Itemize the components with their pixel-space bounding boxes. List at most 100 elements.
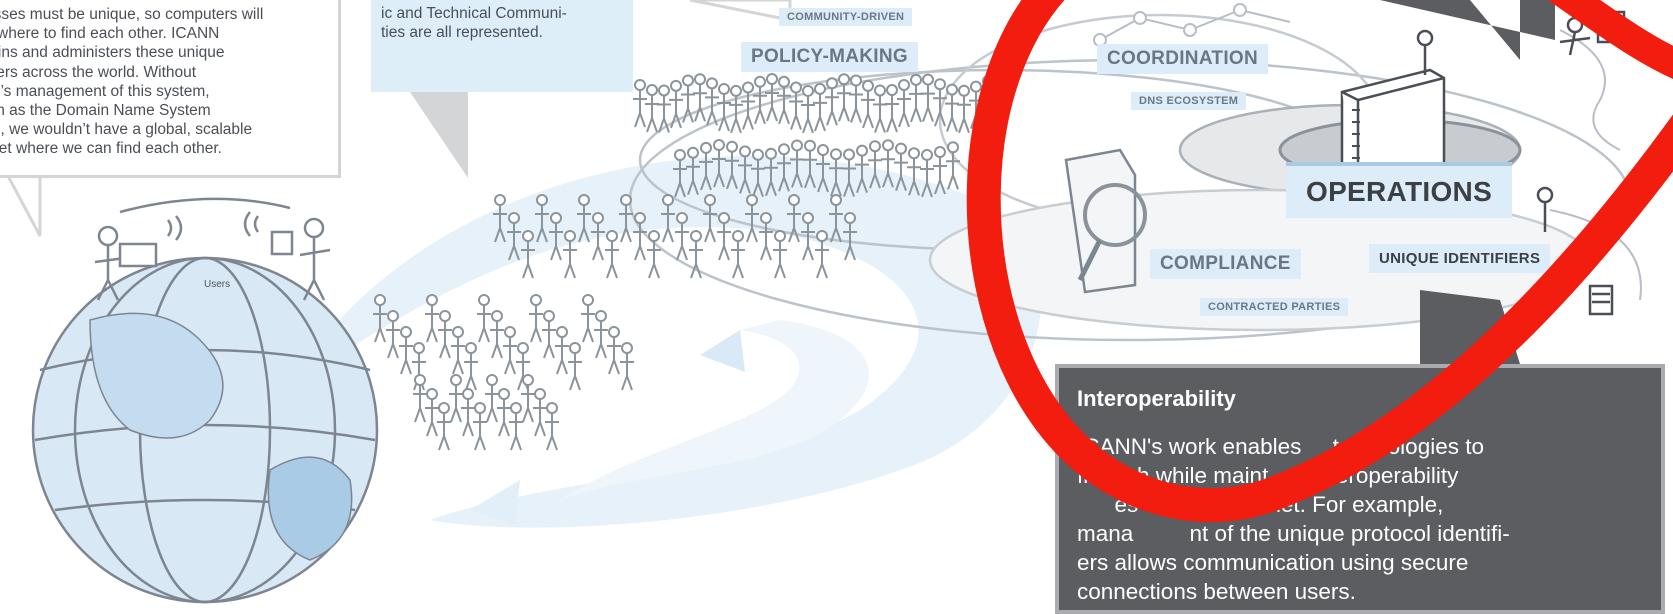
- crowd-person-head: [426, 294, 438, 306]
- callout-pointer-mid: [410, 92, 468, 178]
- crowd-person-head: [648, 230, 660, 242]
- crowd-person-head: [462, 388, 474, 400]
- crowd-person-head: [522, 230, 534, 242]
- crowd-person-head: [534, 388, 546, 400]
- crowd-person-body: [633, 223, 647, 261]
- crowd-person-body: [669, 90, 683, 129]
- crowd-person-body: [894, 153, 908, 191]
- crowd-person-body: [801, 223, 815, 261]
- crowd-person-head: [582, 294, 594, 306]
- crowd-person-head: [886, 84, 898, 97]
- crowd-person-head: [946, 83, 958, 96]
- crowd-person-body: [946, 152, 960, 190]
- crowd-person-body: [705, 88, 719, 126]
- crowd-person-head: [742, 81, 754, 94]
- crowd-person-body: [437, 413, 451, 451]
- top-speech-pointer: [689, 0, 792, 22]
- crowd-person-head: [791, 139, 803, 152]
- crowd-person-body: [920, 159, 934, 198]
- crowd-person-head: [536, 194, 548, 206]
- crowd-person-body: [759, 223, 773, 261]
- crowd-person-head: [804, 139, 816, 152]
- crowd-person-head: [438, 402, 450, 414]
- crowd-person-head: [844, 212, 856, 224]
- crowd-person-body: [568, 353, 582, 391]
- crowd-person-head: [802, 84, 814, 97]
- crowd-person-head: [662, 194, 674, 206]
- crowd-person-body: [591, 223, 605, 261]
- crowd-person-body: [399, 337, 413, 375]
- interoperability-title: Interoperability: [1077, 386, 1236, 411]
- crowd-person-body: [745, 205, 759, 243]
- crowd-person-head: [517, 342, 529, 354]
- crowd-person-head: [778, 143, 790, 156]
- crowd-person-body: [497, 399, 511, 437]
- crowd-person-body: [843, 223, 857, 261]
- crowd-person-body: [829, 159, 843, 197]
- compliance-tag: COMPLIANCE: [1150, 249, 1301, 279]
- crowd-person-body: [764, 158, 778, 197]
- crowd-person-head: [843, 148, 855, 161]
- crowd-person-head: [474, 402, 486, 414]
- crowd-person-body: [581, 305, 595, 343]
- interoperability-text-line: connections between users.: [1077, 579, 1356, 604]
- crowd-person-body: [373, 305, 387, 343]
- crowd-person-body: [969, 91, 983, 129]
- crowd-person-body: [885, 95, 899, 133]
- crowd-person-head: [790, 81, 802, 94]
- crowd-person-body: [689, 241, 703, 279]
- crowd-person-head: [522, 374, 534, 386]
- crowd-person-body: [933, 89, 947, 127]
- communities-text-line: ties are all represented.: [381, 24, 543, 42]
- crowd-person-body: [619, 205, 633, 243]
- crowd-person-head: [670, 79, 682, 92]
- crowd-person-body: [729, 95, 743, 134]
- crowd-person-body: [803, 150, 817, 189]
- crowd-person-body: [425, 399, 439, 437]
- crowd-person-head: [982, 75, 994, 88]
- crowd-person-head: [530, 294, 542, 306]
- crowd-person-body: [413, 385, 427, 423]
- crowd-person-head: [450, 374, 462, 386]
- crowd-person-body: [563, 241, 577, 279]
- crowd-person-body: [693, 84, 707, 122]
- crowd-person-head: [718, 212, 730, 224]
- crowd-person-body: [751, 159, 765, 198]
- crowd-person-head: [690, 230, 702, 242]
- crowd-person-body: [699, 152, 713, 191]
- crowd-person-body: [620, 353, 634, 391]
- crowd-person-body: [542, 321, 556, 359]
- crowd-person-body: [753, 86, 767, 125]
- operations-tag: OPERATIONS: [1286, 162, 1513, 218]
- crowd-person-body: [503, 337, 517, 375]
- crowd-person-body: [673, 160, 687, 198]
- crowd-person-body: [549, 223, 563, 261]
- crowd-person-body: [790, 150, 804, 188]
- crowd-person-head: [898, 78, 910, 91]
- interoperability-callout: Interoperability ICANN's work enables te…: [1055, 364, 1665, 614]
- crowd-person-body: [535, 205, 549, 243]
- crowd-person-body: [509, 413, 523, 451]
- crowd-person-head: [387, 310, 399, 322]
- crowd-person-head: [882, 139, 894, 152]
- crowd-person-body: [801, 95, 815, 134]
- crowd-person-body: [881, 150, 895, 188]
- crowd-person-head: [922, 73, 934, 86]
- grey-arrow-top: [1380, 0, 1555, 60]
- community-driven-tag: COMMUNITY-DRIVEN: [779, 8, 913, 26]
- crowd-person-body: [661, 205, 675, 243]
- crowd-person-head: [765, 147, 777, 160]
- crowd-person-body: [681, 85, 695, 123]
- policy-making-tag: POLICY-MAKING: [741, 42, 918, 72]
- communities-text-line: ic and Technical Communi-: [381, 5, 567, 22]
- crowd-person-body: [703, 205, 717, 243]
- crowd-person-head: [498, 388, 510, 400]
- crowd-person-head: [694, 73, 706, 86]
- crowd-person-head: [491, 310, 503, 322]
- crowd-person-head: [546, 402, 558, 414]
- crowd-person-body: [861, 90, 875, 129]
- crowd-person-body: [773, 241, 787, 279]
- crowd-person-head: [718, 82, 730, 95]
- crowd-person-head: [465, 342, 477, 354]
- crowd-person-body: [868, 151, 882, 189]
